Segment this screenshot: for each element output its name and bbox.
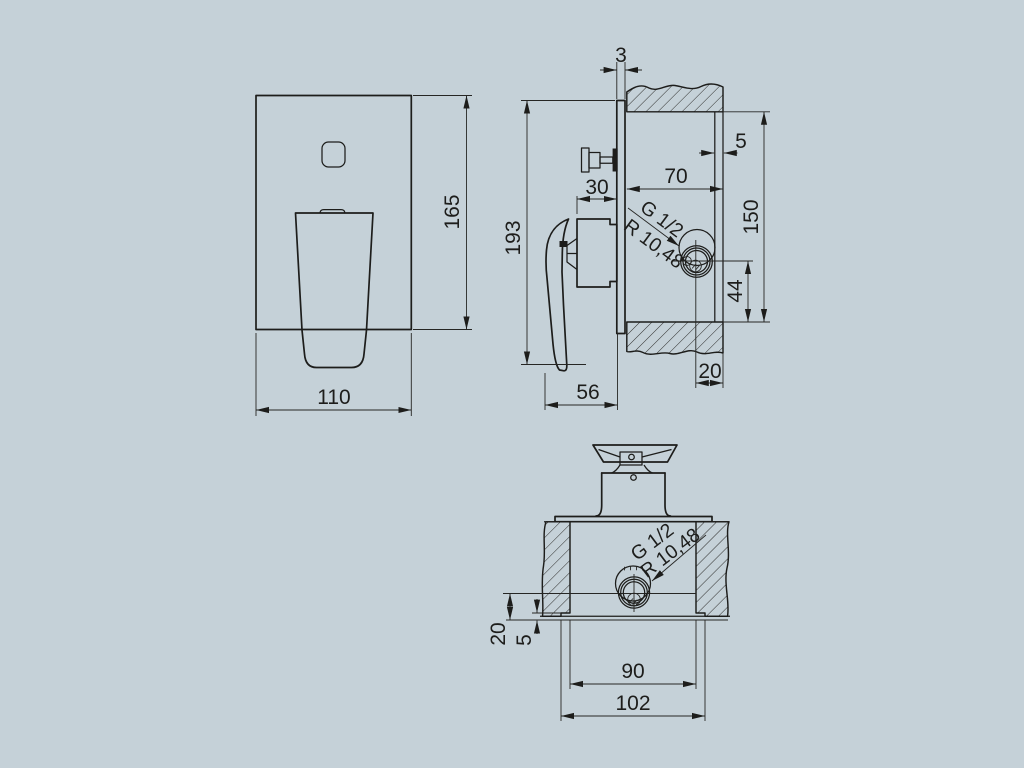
cover-plate-top <box>554 515 713 523</box>
dim-text-150: 150 <box>740 199 763 234</box>
dim-opening-height: 150 <box>723 111 770 323</box>
dim-wall-depth: 70 <box>626 165 723 193</box>
dim-text-20-top: 20 <box>487 622 510 645</box>
dim-opening-width: 90 <box>569 620 697 689</box>
lever-handle-top-bump <box>319 208 346 213</box>
diverter-knob-side <box>580 147 618 173</box>
dim-text-165: 165 <box>441 194 464 229</box>
lever-handle-top <box>592 444 678 466</box>
valve-body-top <box>595 472 672 517</box>
dim-text-102: 102 <box>615 692 650 715</box>
side-view: G 1/2 R 10,48 3 193 30 70 <box>502 44 770 410</box>
dim-text-90: 90 <box>621 660 644 683</box>
dim-center-to-opening: 44 <box>724 261 752 322</box>
dim-outer-width: 102 <box>560 620 706 721</box>
dim-text-5-top: 5 <box>513 634 536 646</box>
wall-section-right <box>695 521 730 618</box>
lever-handle-side <box>545 218 570 372</box>
dim-step-side: 5 <box>699 130 747 157</box>
dim-recess-depth-top: 20 <box>487 593 514 646</box>
thread-callout-top: G 1/2 R 10,48 <box>627 519 707 583</box>
dim-text-30: 30 <box>585 176 608 199</box>
top-view: G 1/2 R 10,48 20 5 90 102 <box>487 444 730 721</box>
dim-recess-depth-side: 20 <box>695 353 724 388</box>
dim-front-width: 110 <box>255 333 412 416</box>
pipe-connection-top <box>614 565 652 612</box>
lever-handle-front <box>294 212 374 369</box>
diverter-button-front <box>321 141 346 168</box>
dim-text-3: 3 <box>615 44 627 67</box>
cover-plate-front <box>255 94 413 331</box>
dim-text-20-side: 20 <box>698 360 721 383</box>
wall-section-lower <box>626 321 724 355</box>
dim-handle-depth: 56 <box>544 333 618 410</box>
dim-text-44: 44 <box>724 279 747 303</box>
knob-wall-disc <box>612 148 618 172</box>
dim-step-top: 5 <box>513 599 541 646</box>
valve-body-side <box>576 218 618 288</box>
wall-section-left <box>541 521 571 618</box>
dim-text-5-side: 5 <box>735 130 747 153</box>
dim-body-depth: 30 <box>576 176 617 214</box>
valve-neck-top <box>600 464 666 474</box>
cover-plate-section <box>615 99 626 335</box>
dim-plate-thickness: 3 <box>600 44 642 99</box>
dim-text-70: 70 <box>664 165 687 188</box>
dim-text-110: 110 <box>317 386 350 409</box>
wall-section-upper <box>626 83 724 113</box>
front-view: 165 110 <box>255 94 472 416</box>
dim-text-56: 56 <box>576 381 599 404</box>
dim-front-height: 165 <box>413 95 472 330</box>
dim-text-193: 193 <box>502 220 525 255</box>
dim-total-height: 193 <box>502 100 615 365</box>
thread-callout-side: G 1/2 R 10,48 <box>620 196 688 273</box>
